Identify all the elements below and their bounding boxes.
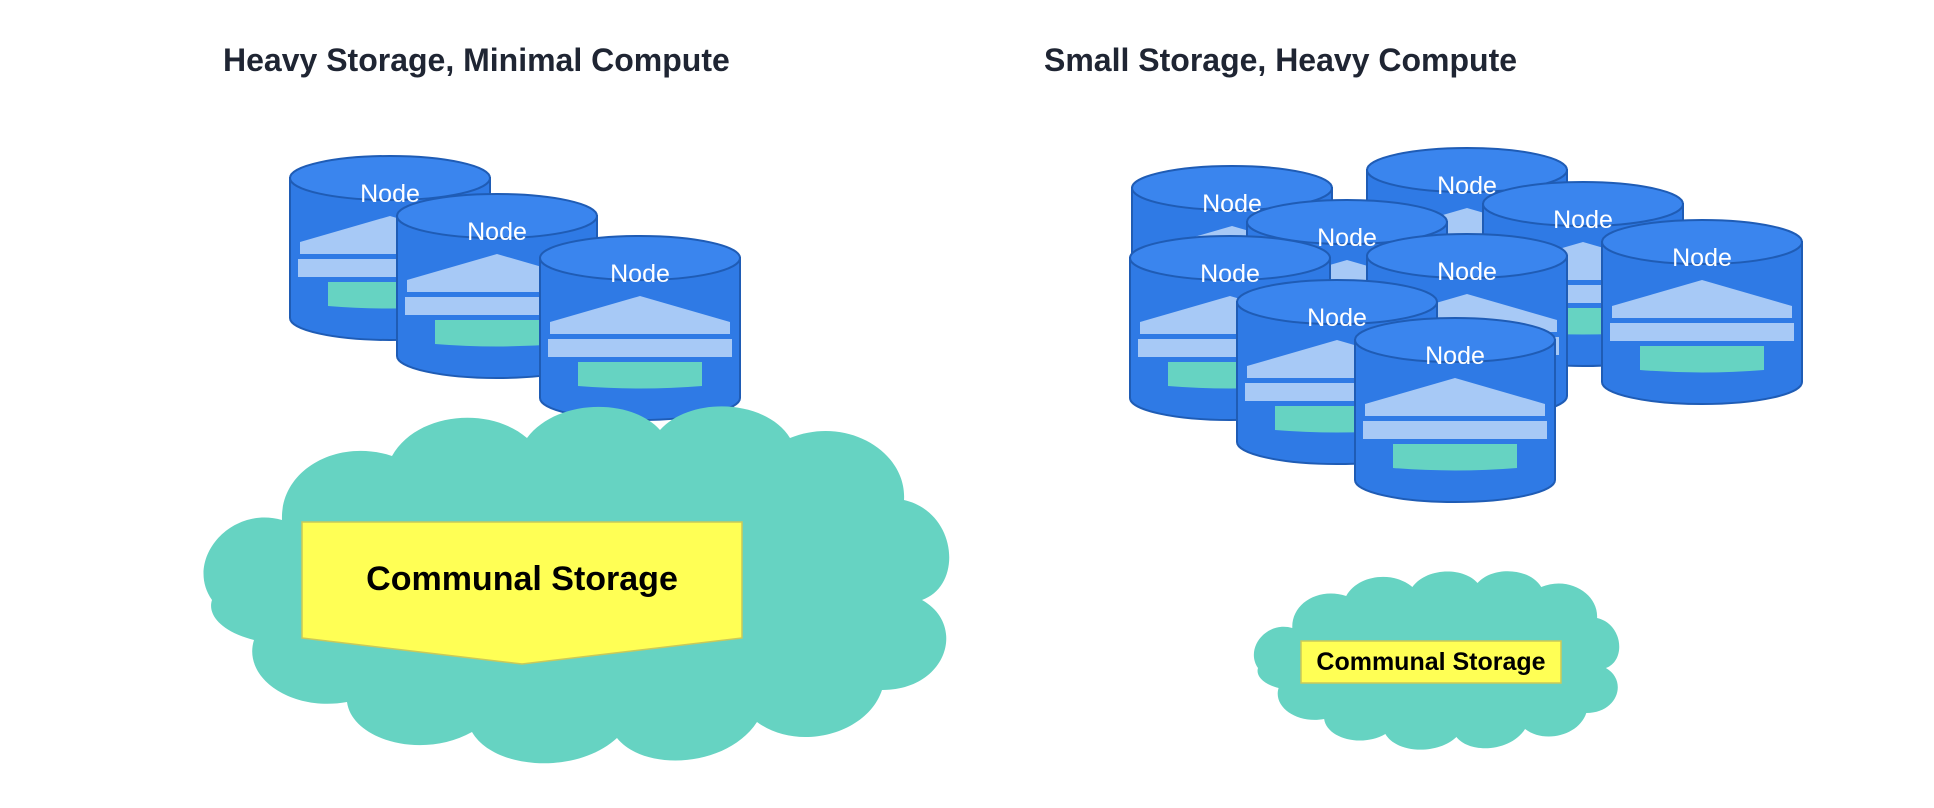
node-label: Node [467,218,527,246]
node-cylinder-icon: Node [289,155,491,341]
node-cylinder-icon: Node [1482,181,1684,367]
node-label: Node [1202,190,1262,218]
node-label: Node [1200,260,1260,288]
storage-label: Communal Storage [1316,648,1545,676]
storage-label: Communal Storage [366,560,678,598]
panel-title-heavy-storage: Heavy Storage, Minimal Compute [223,42,730,78]
node-label: Node [1553,206,1613,234]
storage-banner-icon: Communal Storage [301,521,743,665]
panel-title-heavy-compute: Small Storage, Heavy Compute [1044,42,1518,78]
node-label: Node [1672,244,1732,272]
node-label: Node [1425,342,1485,370]
node-cylinder-icon: Node [1246,199,1448,385]
node-label: Node [1317,224,1377,252]
left-node-cluster: Node Node Node [289,155,741,421]
node-cylinder-icon: Node [1366,147,1568,333]
node-cylinder-icon: Node [1601,219,1803,405]
node-label: Node [610,260,670,288]
node-label: Node [1437,172,1497,200]
node-cylinder-icon: Node [1236,279,1438,465]
node-cylinder-icon: Node [1131,165,1333,351]
node-cylinder-icon: Node [1129,235,1331,421]
node-label: Node [360,180,420,208]
node-cylinder-icon: Node [396,193,598,379]
node-cylinder-icon: Node [539,235,741,421]
storage-banner-icon: Communal Storage [1300,640,1562,684]
node-cylinder-icon: Node [1366,233,1568,419]
node-cylinder-icon: Node [1354,317,1556,503]
node-label: Node [1437,258,1497,286]
node-label: Node [1307,304,1367,332]
right-node-cluster: Node Node Node Node Node Node [1129,147,1803,503]
